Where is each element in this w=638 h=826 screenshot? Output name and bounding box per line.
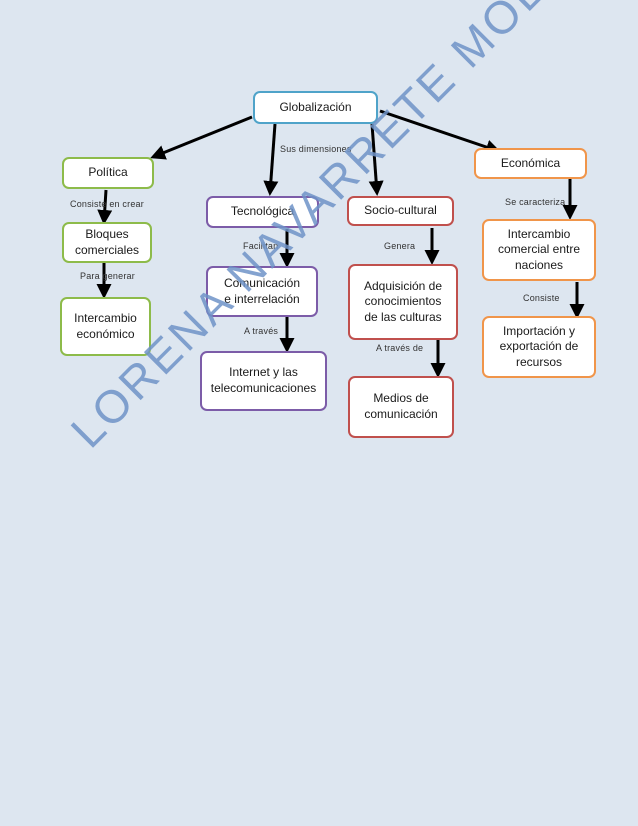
node-internet: Internet y las telecomunicaciones [200, 351, 327, 411]
node-medios: Medios de comunicación [348, 376, 454, 438]
node-intercambio-comercial: Intercambio comercial entre naciones [482, 219, 596, 281]
label-consiste: Consiste [523, 293, 560, 303]
node-importacion: Importación y exportación de recursos [482, 316, 596, 378]
node-politica: Política [62, 157, 154, 189]
label-para-generar: Para generar [80, 271, 135, 281]
node-comunicacion: Comunicación e interrelación [206, 266, 318, 317]
node-intercambio-economico: Intercambio económico [60, 297, 151, 356]
arrow-politica-bloques [97, 189, 113, 225]
node-tecnologica: Tecnológica [206, 196, 319, 228]
node-economica: Económica [474, 148, 587, 179]
label-sus-dimensiones: Sus dimensiones [280, 144, 352, 154]
node-adquisicion: Adquisición de conocimientos de las cult… [348, 264, 458, 340]
arrow-globalizacion-politica [150, 115, 253, 160]
arrow-globalizacion-economica [379, 109, 501, 155]
arrow-globalizacion-tecnologica [263, 123, 279, 196]
label-genera: Genera [384, 241, 416, 251]
node-globalizacion: Globalización [253, 91, 378, 124]
node-bloques-comerciales: Bloques comerciales [62, 222, 152, 263]
label-a-traves-de: A través de [376, 343, 424, 353]
label-a-traves: A través [244, 326, 279, 336]
label-se-caracteriza: Se caracteriza [505, 197, 566, 207]
arrow-globalizacion-sociocultural [368, 123, 384, 196]
node-sociocultural: Socio-cultural [347, 196, 454, 226]
label-consiste-en-crear: Consiste en crear [70, 199, 144, 209]
label-facilitan: Facilitan [243, 241, 279, 251]
